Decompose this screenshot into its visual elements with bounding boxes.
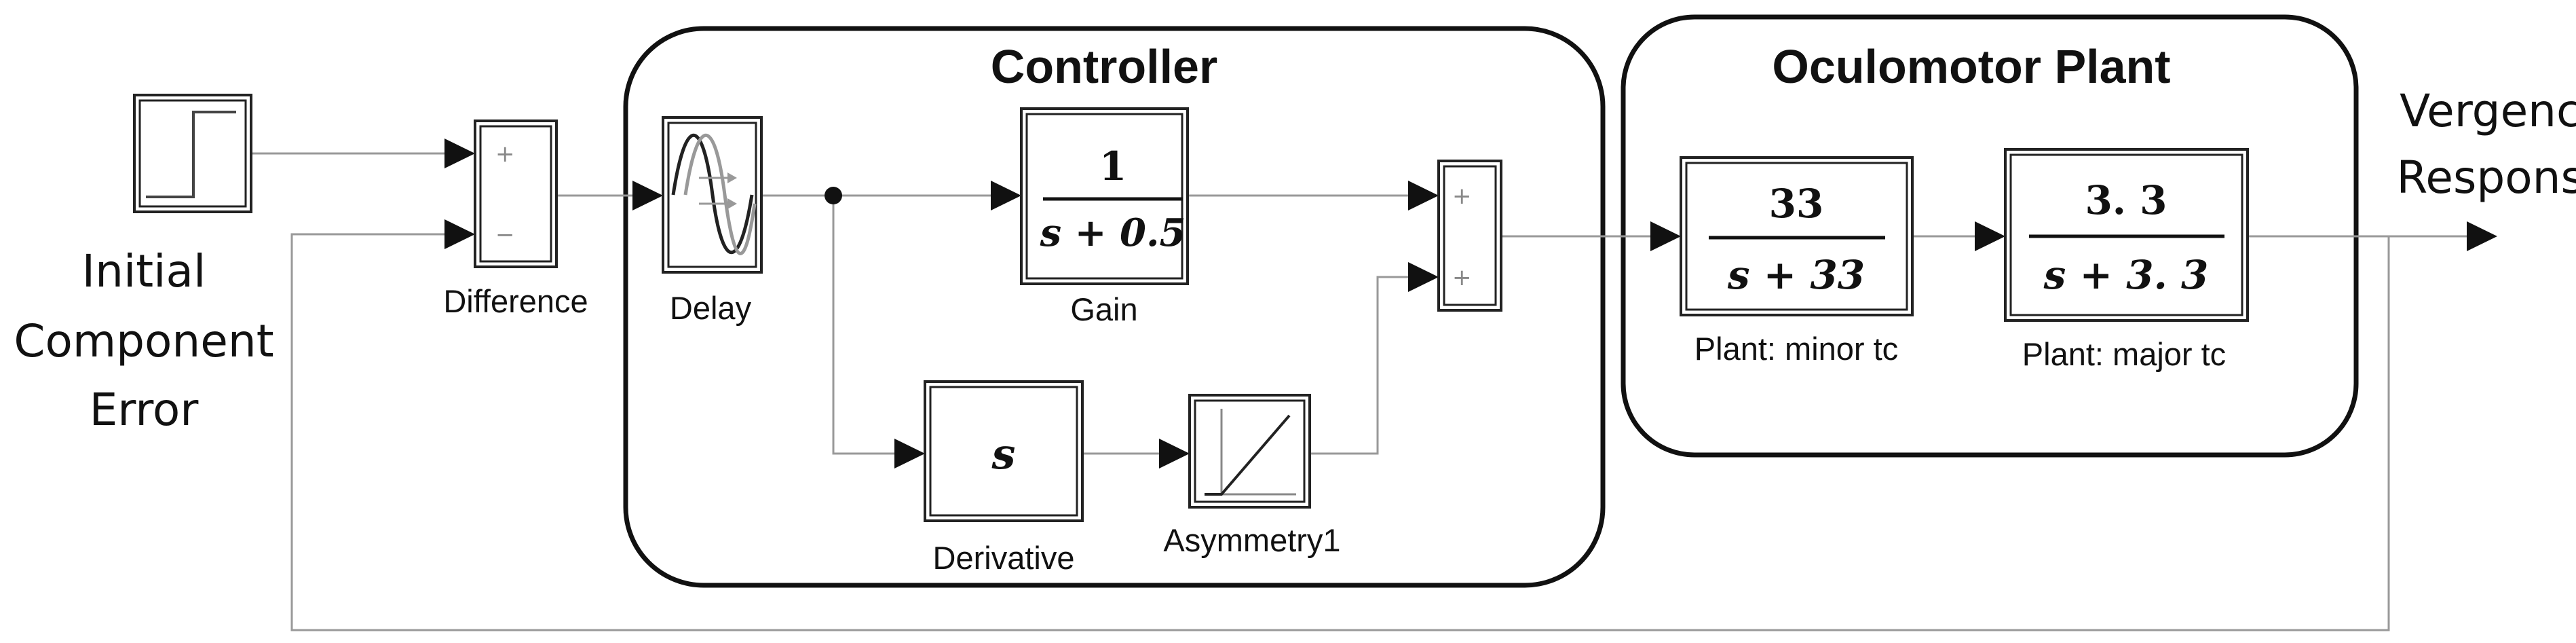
- signal-arrows: [444, 139, 2497, 469]
- controller-subsystem: [623, 26, 1606, 588]
- plant-major-denominator: s + 3. 3: [2043, 252, 2209, 298]
- difference-port-minus: −: [495, 221, 515, 249]
- asymmetry-label: Asymmetry1: [1163, 522, 1340, 558]
- oculomotor-plant-title: Oculomotor Plant: [1772, 40, 2170, 93]
- plant-minor-denominator: s + 33: [1727, 252, 1865, 298]
- derivative-label: Derivative: [933, 540, 1075, 576]
- plant-minor-block[interactable]: 33 s + 33: [1680, 156, 1914, 316]
- sum-port-plus-bottom: +: [1452, 264, 1472, 291]
- plant-major-block[interactable]: 3. 3 s + 3. 3: [2004, 148, 2249, 322]
- delay-label: Delay: [670, 290, 752, 326]
- difference-label: Difference: [443, 283, 588, 319]
- plant-major-label: Plant: major tc: [2022, 336, 2226, 372]
- derivative-block[interactable]: s: [924, 380, 1084, 522]
- input-label-line-2: Component: [14, 315, 273, 367]
- controller-title: Controller: [991, 40, 1217, 93]
- input-label-line-1: Initial: [82, 245, 206, 297]
- output-label-line-2: Response: [2397, 151, 2576, 204]
- gain-label: Gain: [1070, 291, 1137, 327]
- difference-block[interactable]: + −: [474, 120, 558, 268]
- ramp-icon: [1205, 409, 1296, 496]
- transport-delay-icon: [671, 134, 757, 255]
- gain-numerator: 1: [1099, 143, 1126, 189]
- sum-block[interactable]: + +: [1437, 160, 1502, 312]
- asymmetry-block[interactable]: [1188, 394, 1311, 509]
- branch-point: [825, 187, 842, 204]
- gain-block[interactable]: 1 s + 0.5: [1020, 107, 1189, 285]
- step-source-block[interactable]: [133, 94, 252, 213]
- plant-minor-numerator: 33: [1769, 181, 1824, 227]
- delay-block[interactable]: [662, 116, 763, 274]
- sum-port-plus-top: +: [1452, 183, 1472, 210]
- derivative-symbol: s: [991, 429, 1016, 479]
- plant-minor-label: Plant: minor tc: [1694, 331, 1898, 367]
- plant-major-numerator: 3. 3: [2085, 177, 2167, 223]
- gain-denominator: s + 0.5: [1040, 210, 1186, 255]
- signal-wires: [251, 152, 2470, 631]
- output-label-line-1: Vergence: [2400, 85, 2576, 137]
- step-icon: [146, 111, 236, 198]
- difference-port-plus: +: [495, 141, 515, 168]
- input-label-line-3: Error: [90, 384, 200, 436]
